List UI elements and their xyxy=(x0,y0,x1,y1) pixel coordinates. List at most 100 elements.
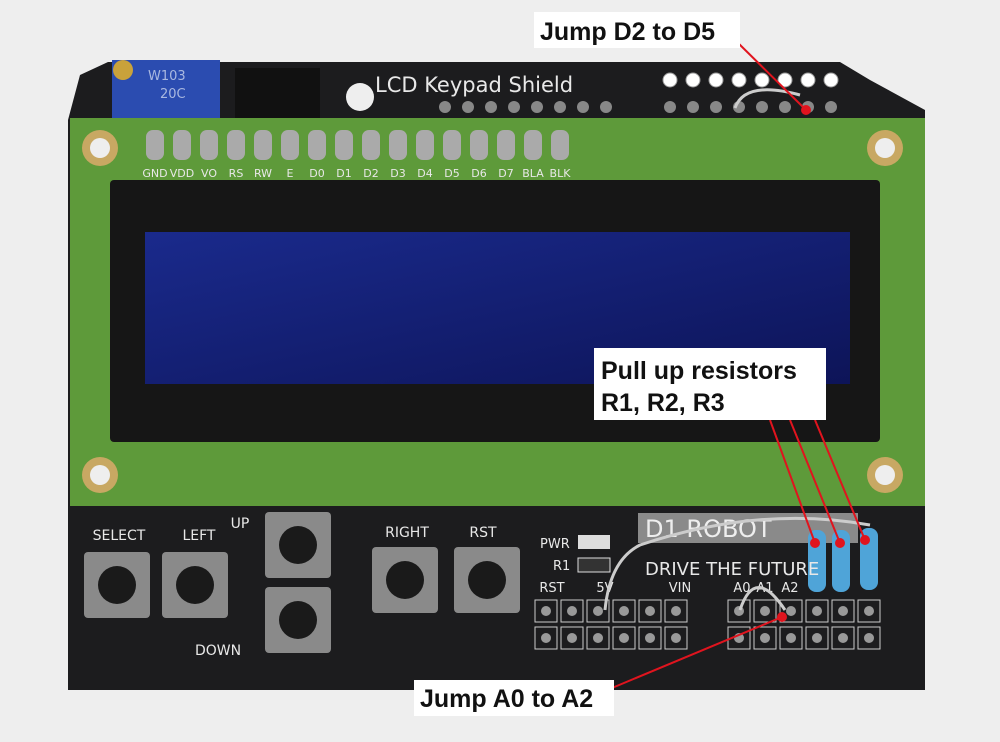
icsp-header xyxy=(235,68,320,118)
header-pin xyxy=(727,599,751,623)
lcd-pin xyxy=(200,130,218,160)
header-pin xyxy=(531,101,543,113)
lcd-pin xyxy=(443,130,461,160)
lcd-pin xyxy=(308,130,326,160)
header-hole xyxy=(662,72,678,88)
button-label: UP xyxy=(231,516,250,532)
lcd-pin-label: D1 xyxy=(336,167,351,180)
pot-label-1: W103 xyxy=(148,69,186,84)
annotation-jump-a0-a2: Jump A0 to A2 xyxy=(420,685,593,713)
header-label: A0 xyxy=(733,581,750,596)
button-cap[interactable] xyxy=(386,561,424,599)
annotation-jump-d2-d5: Jump D2 to D5 xyxy=(540,18,715,46)
button-cap[interactable] xyxy=(279,601,317,639)
header-pin xyxy=(753,599,777,623)
button-label: RIGHT xyxy=(385,525,429,541)
lcd-pin xyxy=(470,130,488,160)
annotation-pullup-line1: Pull up resistors xyxy=(601,357,797,385)
lcd-pin-label: VO xyxy=(201,167,217,180)
lcd-pin-label: D7 xyxy=(498,167,513,180)
header-pin xyxy=(638,626,662,650)
header-pin xyxy=(753,626,777,650)
pot-screw xyxy=(113,60,133,80)
button-label: RST xyxy=(469,525,497,541)
header-hole xyxy=(800,72,816,88)
lcd-pin xyxy=(227,130,245,160)
header-pin xyxy=(586,599,610,623)
lcd-pin xyxy=(254,130,272,160)
lcd-pin-label: VDD xyxy=(170,167,194,180)
header-pin xyxy=(534,599,558,623)
header-pin xyxy=(857,599,881,623)
lcd-pin xyxy=(146,130,164,160)
header-pin xyxy=(831,599,855,623)
header-pin xyxy=(727,626,751,650)
lcd-pin-label: E xyxy=(287,167,294,180)
header-pin xyxy=(554,101,566,113)
header-label: VIN xyxy=(669,581,691,596)
lcd-pin-label: D3 xyxy=(390,167,405,180)
lcd-pin-label: RW xyxy=(254,167,272,180)
lcd-pin-label: D2 xyxy=(363,167,378,180)
lcd-pin-label: D4 xyxy=(417,167,432,180)
header-hole xyxy=(731,72,747,88)
header-pin xyxy=(664,101,676,113)
board-title: LCD Keypad Shield xyxy=(375,73,573,97)
header-pin xyxy=(756,101,768,113)
mount-hole xyxy=(346,83,374,111)
jumper-wire-a0-a2 xyxy=(738,586,787,611)
header-pin xyxy=(612,599,636,623)
lcd-pin-label: D0 xyxy=(309,167,324,180)
header-pin xyxy=(664,599,688,623)
header-hole xyxy=(754,72,770,88)
annotation-box xyxy=(414,680,614,716)
button-label: DOWN xyxy=(195,643,241,659)
annotation-box xyxy=(534,12,740,48)
pot-label-2: 20C xyxy=(160,87,186,102)
button-cap[interactable] xyxy=(468,561,506,599)
lcd-pin xyxy=(497,130,515,160)
r1-resistor xyxy=(577,557,611,573)
lcd-pin-label: D5 xyxy=(444,167,459,180)
bottom-header-pins xyxy=(534,599,881,650)
header-pin xyxy=(439,101,451,113)
header-pin xyxy=(560,599,584,623)
lcd-pin-label: RS xyxy=(229,167,244,180)
jumper-wire-5v xyxy=(603,516,871,611)
header-pin xyxy=(805,599,829,623)
lcd-pin xyxy=(389,130,407,160)
header-pin xyxy=(779,626,803,650)
header-pin xyxy=(638,599,662,623)
lcd-pin xyxy=(281,130,299,160)
header-hole xyxy=(708,72,724,88)
jumper-wire-d2-d5 xyxy=(733,88,801,109)
button-cap[interactable] xyxy=(279,526,317,564)
lcd-pin xyxy=(524,130,542,160)
pwr-led xyxy=(578,535,610,549)
header-pin xyxy=(664,626,688,650)
header-pin xyxy=(600,101,612,113)
header-pin xyxy=(831,626,855,650)
header-pin xyxy=(586,626,610,650)
slogan: DRIVE THE FUTURE xyxy=(645,559,819,580)
lcd-pin xyxy=(335,130,353,160)
lcd-pin-label: GND xyxy=(142,167,167,180)
header-pin xyxy=(779,599,803,623)
button-cap[interactable] xyxy=(176,566,214,604)
header-label: A2 xyxy=(781,581,798,596)
header-hole xyxy=(823,72,839,88)
button-cap[interactable] xyxy=(98,566,136,604)
lcd-pin xyxy=(173,130,191,160)
header-pin xyxy=(687,101,699,113)
lcd-pin-label: BLK xyxy=(550,167,572,180)
header-pin xyxy=(612,626,636,650)
header-pin xyxy=(857,626,881,650)
lcd-pin xyxy=(551,130,569,160)
header-pin xyxy=(462,101,474,113)
button-label: SELECT xyxy=(93,528,146,544)
header-hole xyxy=(777,72,793,88)
lcd-pin xyxy=(362,130,380,160)
